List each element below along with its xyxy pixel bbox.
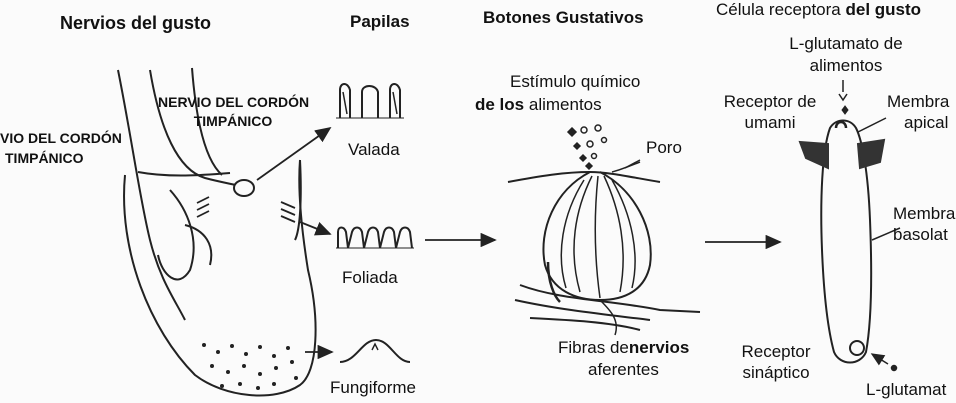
tongue-arrows — [256, 126, 334, 360]
arrow-to-valada — [256, 126, 332, 181]
stimulus-particles — [566, 124, 608, 171]
nerve-trunk-3 — [191, 67, 223, 176]
stimulus-line2-bold: de los — [475, 95, 525, 114]
umami-line2: umami — [744, 113, 796, 132]
fungiforme-papilla-icon — [339, 338, 411, 363]
receptor-cell-illustration — [798, 80, 886, 364]
nerve-left-line2: TIMPÁNICO — [5, 150, 84, 166]
synaptic-line1: Receptor — [741, 342, 811, 361]
lglu-bottom: L-glutamat — [866, 380, 947, 399]
label-valada: Valada — [348, 140, 400, 159]
fibers-line1-bold: nervios — [628, 338, 690, 357]
nerve-branch-1 — [157, 189, 195, 281]
synaptic-line2: sináptico — [742, 363, 810, 382]
taste-bud-illustration — [507, 159, 701, 336]
lglu-top-line1: L-glutamato de — [789, 34, 903, 53]
nerve-branch-2 — [184, 224, 213, 266]
nerve-mid-line2: TIMPÁNICO — [193, 113, 273, 129]
label-fungiforme: Fungiforme — [330, 378, 416, 397]
nerve-trunk-2 — [149, 69, 241, 187]
tongue-top-line — [137, 171, 231, 177]
apical-line2: apical — [904, 113, 949, 132]
fibers-line1: Fibras denervios — [558, 338, 689, 358]
tongue-outline — [123, 159, 317, 397]
col1-title: Nervios del gusto — [60, 13, 212, 33]
arrow-to-foliada — [299, 221, 332, 236]
stimulus-line2-regular: alimentos — [528, 95, 602, 114]
stimulus-line2: de los alimentos — [475, 95, 602, 115]
fibers-line2: aferentes — [588, 360, 659, 379]
col4-title: Célula receptora del gusto — [716, 0, 921, 20]
basolat-line2: basolat — [893, 225, 948, 244]
receptor-pointers — [611, 117, 901, 372]
nerve-right-edge — [294, 159, 302, 241]
col4-title-regular: Célula receptora — [716, 0, 841, 19]
fungiform-dots — [202, 343, 298, 390]
tongue-illustration — [117, 67, 317, 397]
col2-title: Papilas — [350, 12, 410, 31]
valada-papilla-icon — [336, 83, 404, 119]
foliada-papilla-icon — [336, 226, 414, 249]
label-foliada: Foliada — [342, 268, 398, 287]
stimulus-line1: Estímulo químico — [510, 72, 641, 91]
apical-line1: Membra — [887, 92, 950, 111]
label-poro: Poro — [646, 138, 682, 157]
basolat-line1: Membra — [893, 204, 956, 223]
nerve-mid-line1: NERVIO DEL CORDÓN — [158, 94, 310, 110]
fibers-line1-regular: Fibras de — [558, 338, 629, 357]
nerve-trunk-1 — [117, 69, 186, 321]
col3-title: Botones Gustativos — [483, 8, 644, 27]
umami-line1: Receptor de — [723, 92, 817, 111]
col4-title-bold: del gusto — [845, 0, 922, 19]
lglu-top-line2: alimentos — [809, 56, 883, 75]
nerve-left-line1: VIO DEL CORDÓN — [0, 130, 122, 146]
vallate-papilla-marker — [233, 179, 255, 197]
